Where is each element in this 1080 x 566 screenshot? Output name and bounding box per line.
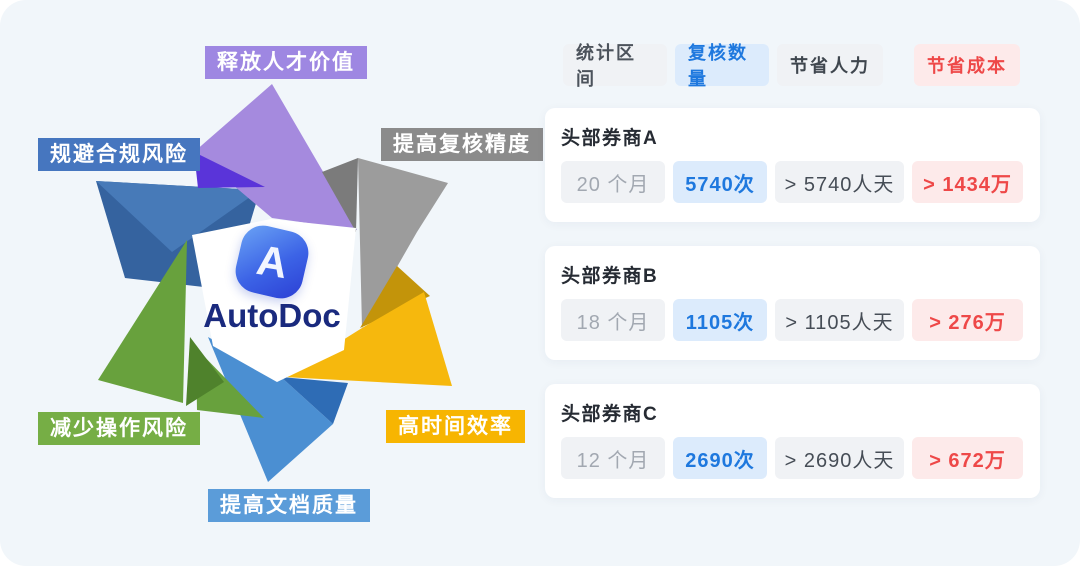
benefit-label-compliance: 规避合规风险 [38, 138, 200, 172]
benefit-label-talent: 释放人才价值 [205, 46, 367, 80]
stat-manpower: > 2690人天 [775, 437, 904, 479]
petal-steelblue [96, 181, 260, 252]
column-header-cost: 节省成本 [914, 44, 1020, 86]
petal-gray-fold [322, 158, 358, 232]
stat-period: 12 个月 [561, 437, 665, 479]
pinwheel-section: A AutoDoc 释放人才价值 规避合规风险 提高复核精度 减少操作风险 高时… [38, 46, 543, 523]
broker-name: 头部券商C [561, 404, 659, 425]
stat-cost: > 1434万 [912, 161, 1023, 203]
stat-manpower: > 1105人天 [775, 299, 904, 341]
benefit-label-accuracy: 提高复核精度 [381, 128, 543, 162]
stat-period: 18 个月 [561, 299, 665, 341]
stat-reviews: 5740次 [673, 161, 767, 203]
petal-green-leg [196, 348, 264, 418]
stat-manpower: > 5740人天 [775, 161, 904, 203]
petal-yellow [284, 292, 452, 386]
petal-purple-fold [194, 152, 265, 188]
stat-reviews: 2690次 [673, 437, 767, 479]
petal-purple [194, 84, 357, 230]
petal-blue-bottom [208, 337, 333, 482]
petal-yellow-fold [360, 266, 430, 328]
stat-cost: > 672万 [912, 437, 1023, 479]
stat-period: 20 个月 [561, 161, 665, 203]
benefit-label-time: 高时间效率 [386, 410, 525, 444]
stat-row: 12 个月 2690次 > 2690人天 > 672万 [561, 437, 1024, 479]
column-header-reviews: 复核数量 [675, 43, 769, 89]
pinwheel-center-white [192, 219, 356, 382]
pinwheel-diagram [96, 84, 452, 482]
petal-green-fold [186, 337, 224, 406]
broker-name: 头部券商A [561, 128, 659, 149]
stats-panel: 统计区间 复核数量 节省人力 节省成本 头部券商A 20 个月 5740次 > … [545, 43, 1040, 498]
broker-card-c: 头部券商C 12 个月 2690次 > 2690人天 > 672万 [545, 384, 1040, 498]
petal-blue-bottom-fold [281, 377, 348, 424]
stat-reviews: 1105次 [673, 299, 767, 341]
benefit-label-quality: 提高文档质量 [208, 489, 370, 523]
column-header-period: 统计区间 [563, 43, 667, 89]
petal-green [98, 240, 187, 403]
petal-gray [358, 158, 448, 328]
broker-card-b: 头部券商B 18 个月 1105次 > 1105人天 > 276万 [545, 246, 1040, 360]
broker-card-a: 头部券商A 20 个月 5740次 > 5740人天 > 1434万 [545, 108, 1040, 222]
benefit-label-operation: 减少操作风险 [38, 412, 200, 446]
broker-name: 头部券商B [561, 266, 659, 287]
autodoc-logo-letter: A [253, 235, 291, 288]
stat-row: 18 个月 1105次 > 1105人天 > 276万 [561, 299, 1024, 341]
stat-row: 20 个月 5740次 > 5740人天 > 1434万 [561, 161, 1024, 203]
stat-cost: > 276万 [912, 299, 1023, 341]
column-header-manpower: 节省人力 [777, 44, 883, 86]
column-headers-row: 统计区间 复核数量 节省人力 节省成本 [563, 43, 1040, 89]
autodoc-logo-text: AutoDoc [203, 297, 341, 334]
